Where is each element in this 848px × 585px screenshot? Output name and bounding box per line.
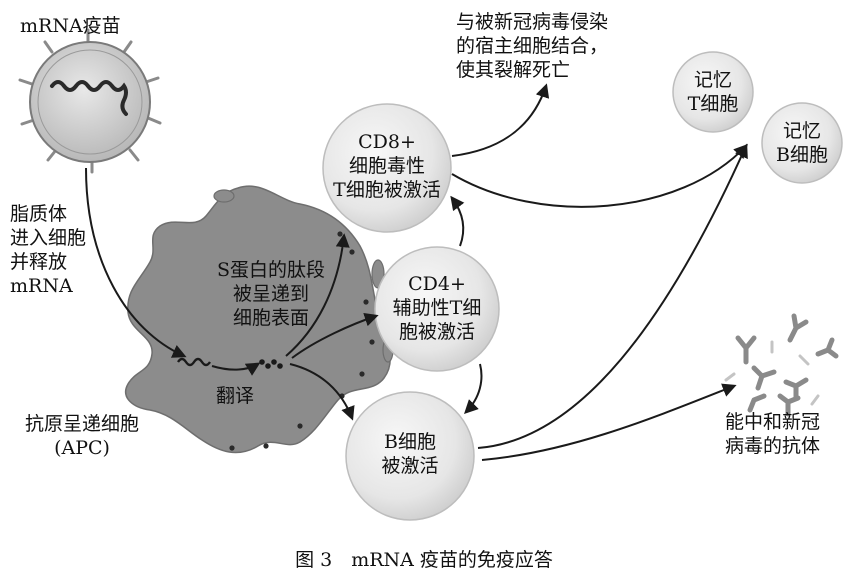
lipid-line-4: mRNA [10, 275, 73, 297]
label-cd8-cell: CD8+ 细胞毒性 T细胞被激活 [327, 130, 447, 202]
antibody-line-2: 病毒的抗体 [725, 435, 821, 457]
memory-t-line-1: 记忆 [693, 69, 732, 91]
label-memory-t: 记忆 T细胞 [673, 68, 753, 116]
arrow-to-cd8 [285, 233, 350, 357]
cd8-line-2: 细胞毒性 [348, 155, 425, 177]
antibody-group [735, 313, 839, 417]
peptide-dots [259, 359, 283, 369]
label-mrna-vaccine: mRNA疫苗 [20, 15, 121, 37]
apc-line-2: (APC) [54, 437, 110, 459]
lipid-line-3: 并释放 [10, 251, 68, 273]
label-lipid-entry: 脂质体 进入细胞 并释放 mRNA [10, 202, 86, 298]
label-translation: 翻译 [216, 385, 255, 407]
arrow-vaccine-to-apc [85, 167, 187, 358]
peptide-line-2: 被呈递到 [232, 283, 309, 305]
arrow-bcell-to-memory [477, 143, 748, 449]
bcell-line-2: 被激活 [381, 455, 439, 477]
label-cd4-cell: CD4+ 辅助性T细 胞被激活 [383, 272, 491, 344]
lipid-line-1: 脂质体 [10, 203, 68, 225]
memory-t-cell [672, 51, 754, 133]
mrna-strand [50, 80, 128, 116]
arrow-cd4-to-bcell [464, 363, 483, 414]
label-antibodies: 能中和新冠 病毒的抗体 [725, 410, 820, 458]
apc-mrna [177, 357, 211, 367]
label-memory-b: 记忆 B细胞 [762, 119, 842, 167]
b-cell [345, 391, 475, 521]
peptide-line-1: S蛋白的肽段 [216, 259, 326, 281]
label-apc: 抗原呈递细胞 (APC) [12, 412, 152, 460]
label-kill-infected: 与被新冠病毒侵染 的宿主细胞结合， 使其裂解死亡 [456, 10, 608, 82]
cd8-line-3: T细胞被激活 [333, 179, 441, 201]
memory-b-line-2: B细胞 [776, 144, 828, 166]
cd4-t-cell [374, 246, 500, 372]
label-peptide-presented: S蛋白的肽段 被呈递到 细胞表面 [208, 258, 334, 330]
apc-cell-body [125, 185, 391, 454]
cd8-line-1: CD8+ [358, 131, 416, 153]
arrow-bcell-to-antibody [481, 383, 737, 461]
bcell-line-1: B细胞 [384, 431, 436, 453]
cd4-line-3: 胞被激活 [398, 321, 475, 343]
cd8-t-cell [322, 103, 452, 233]
cd4-line-2: 辅助性T细 [392, 297, 482, 319]
kill-line-3: 使其裂解死亡 [456, 59, 571, 81]
vaccine-particle [18, 28, 162, 174]
label-b-cell: B细胞 被激活 [360, 430, 460, 478]
arrow-to-cd4 [291, 312, 379, 359]
antibody-line-1: 能中和新冠 [725, 411, 821, 433]
peptide-line-3: 细胞表面 [232, 307, 309, 329]
arrow-cd8-to-memory [451, 143, 748, 208]
arrow-to-bcell [289, 363, 355, 421]
kill-line-2: 的宿主细胞结合， [456, 35, 609, 57]
memory-t-line-2: T细胞 [687, 93, 739, 115]
figure-caption: 图 3 mRNA 疫苗的免疫应答 [295, 549, 553, 571]
arrow-cd8-to-kill [451, 83, 550, 157]
kill-line-1: 与被新冠病毒侵染 [456, 11, 609, 33]
cd4-line-1: CD4+ [408, 273, 466, 295]
memory-b-cell [761, 102, 843, 184]
apc-line-1: 抗原呈递细胞 [24, 413, 139, 435]
memory-b-line-1: 记忆 [782, 120, 821, 142]
arrow-translation [211, 362, 261, 376]
lipid-line-2: 进入细胞 [10, 227, 87, 249]
arrow-cd4-to-cd8 [450, 195, 465, 247]
